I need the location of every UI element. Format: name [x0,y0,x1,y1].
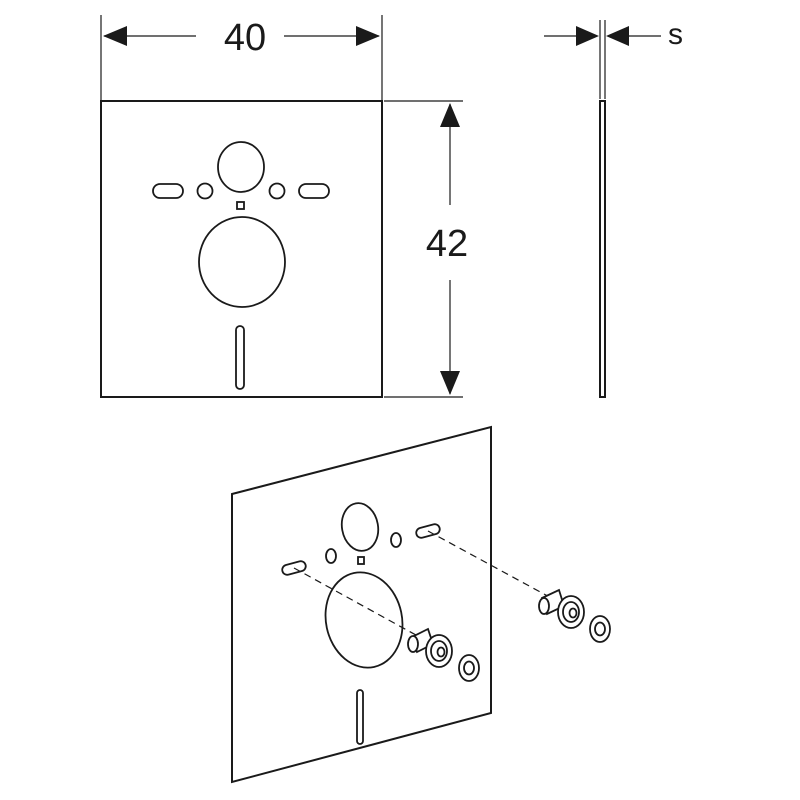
height-label: 42 [426,223,468,265]
arrow-head-down [440,371,460,395]
washer-right [589,615,611,643]
iso-vertical-slot [356,689,364,745]
assembly-line-right [427,530,556,601]
small-hole-left [196,182,214,200]
arrow-head-thickness-left [576,26,599,46]
arrow-head-right [356,26,380,46]
bolt-right [538,588,585,629]
mounting-slot-right [298,183,330,199]
iso-pipe-hole [340,502,380,552]
isometric-view [231,425,611,784]
iso-small-hole-left [325,548,337,564]
side-view: s [544,18,683,398]
width-dimension: 40 [100,15,383,100]
pipe-hole [217,141,265,193]
drain-hole [198,216,286,308]
height-dimension: 42 [384,100,468,398]
arrow-head-up [440,103,460,127]
iso-small-hole-right [390,532,402,548]
iso-center-mark [357,556,365,565]
iso-drain-hole [324,571,404,669]
arrow-head-left [103,26,127,46]
bolt-left [407,627,453,668]
side-panel [599,100,606,398]
assembly-line-left [293,567,426,641]
small-hole-right [268,182,286,200]
washer-left [458,654,480,682]
vertical-slot [235,325,245,390]
mounting-slot-left [152,183,184,199]
thickness-label: s [668,18,683,51]
front-view [100,100,383,398]
width-label: 40 [224,17,266,59]
arrow-head-thickness-right [606,26,629,46]
center-mark [236,201,245,210]
